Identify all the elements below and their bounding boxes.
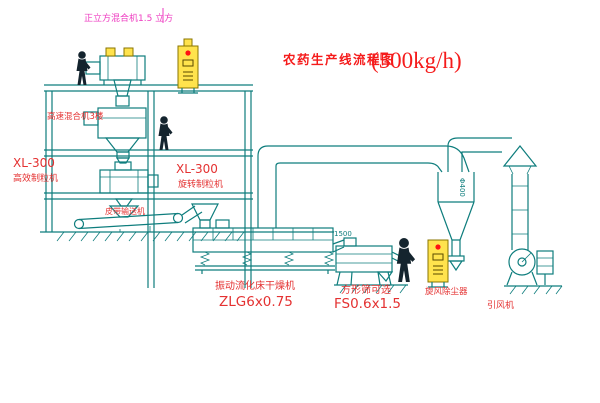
label-granulator-right-name: 旋转制粒机 (178, 178, 223, 190)
fluid-bed-dryer (191, 203, 345, 274)
label-fan: 引风机 (487, 299, 514, 311)
drop-height-dimension: 1500 (334, 230, 352, 238)
ground-hatch (40, 231, 563, 295)
cyclone-separator: Φ400 (437, 137, 512, 272)
operator-figure-mid (158, 116, 173, 150)
exhaust-stack (502, 145, 538, 250)
square-sieve (335, 237, 405, 286)
control-cabinet-dust (427, 239, 449, 288)
control-cabinet-top (177, 38, 199, 94)
label-dryer-model: ZLG6x0.75 (219, 294, 293, 310)
cyclone-diameter-dimension: Φ400 (458, 178, 466, 197)
exhaust-duct (257, 145, 470, 228)
diagram-title: 农药生产线流程图 (282, 52, 395, 67)
cube-mixer (85, 47, 146, 107)
operator-figure-top (76, 51, 91, 85)
label-sieve-name: 方形筛可选 (341, 283, 391, 296)
label-high-speed-mixer: 高速混合机3楼 (47, 111, 104, 122)
operator-figure-ground (396, 238, 416, 282)
granulator (99, 161, 159, 207)
diagram-title-capacity: (500kg/h) (371, 48, 462, 73)
label-dust-collector: 旋风除尘器 (425, 286, 468, 297)
label-granulator-right-model: XL-300 (176, 162, 218, 176)
label-granulator-left-name: 高效制粒机 (13, 172, 58, 184)
label-belt-conveyor: 皮带输送机 (105, 206, 145, 216)
induced-draft-fan (506, 248, 554, 286)
label-cube-mixer: 正立方混合机1.5 立方 (84, 12, 173, 24)
high-speed-mixer (83, 107, 147, 164)
label-granulator-left-model: XL-300 (13, 156, 55, 170)
belt-conveyor (73, 205, 203, 232)
label-sieve-model: FS0.6x1.5 (334, 296, 401, 312)
label-dryer-name: 振动流化床干燥机 (215, 279, 295, 292)
